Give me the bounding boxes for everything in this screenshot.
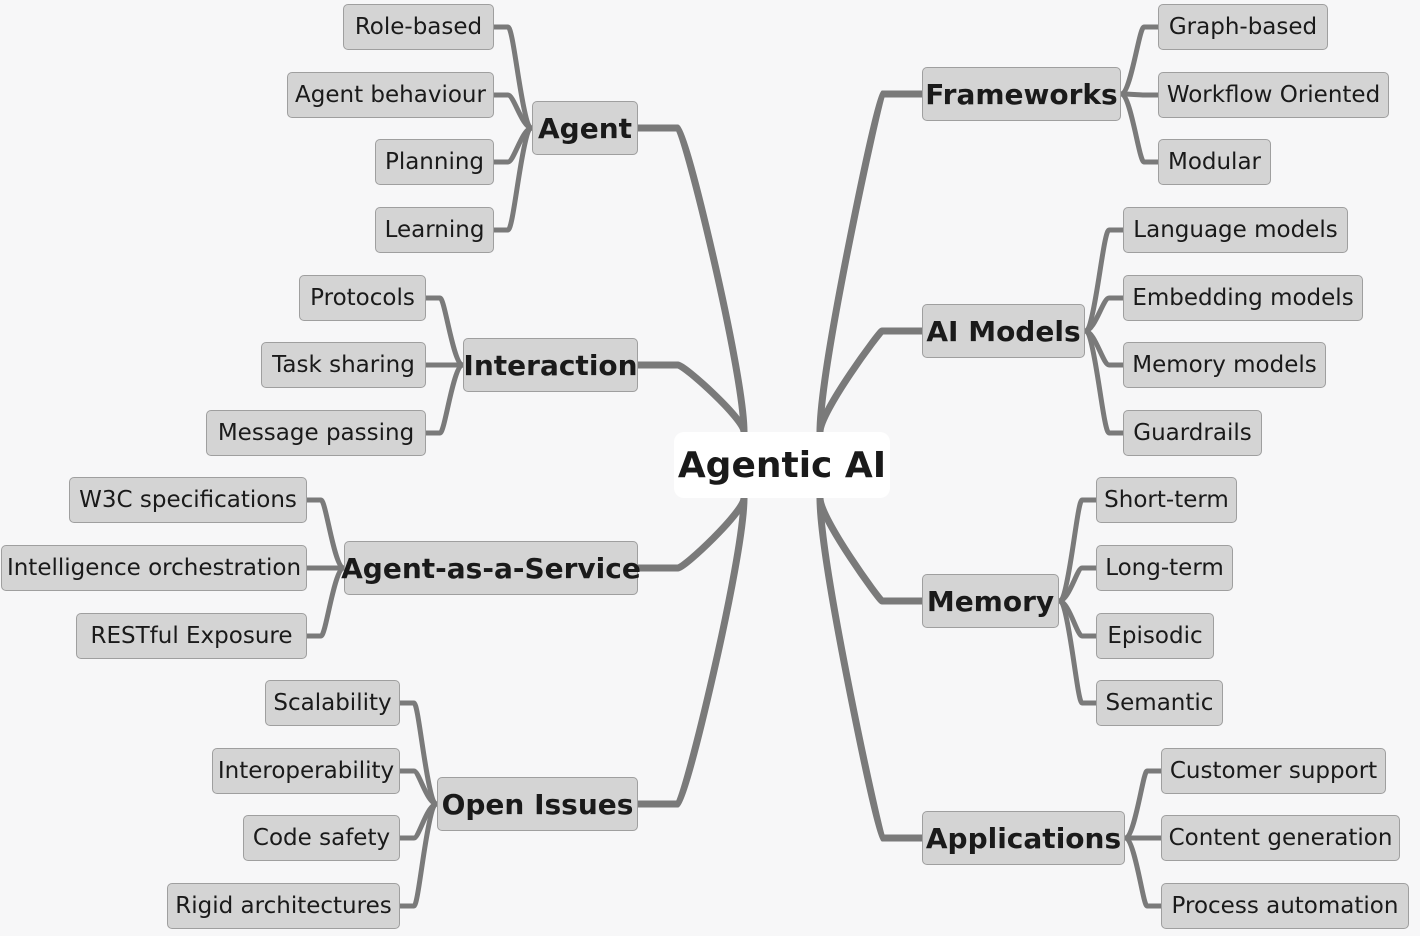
leaf-embedding-models[interactable]: Embedding models (1123, 275, 1363, 321)
branch-connector (816, 494, 926, 605)
leaf-connector (1118, 24, 1161, 97)
leaf-role-based[interactable]: Role-based (343, 4, 494, 50)
leaf-connector (1082, 227, 1126, 334)
leaf-w3c-specifications[interactable]: W3C specifications (69, 477, 307, 523)
leaf-planning[interactable]: Planning (375, 139, 494, 185)
leaf-message-passing[interactable]: Message passing (206, 410, 426, 456)
leaf-customer-support[interactable]: Customer support (1161, 748, 1386, 794)
leaf-language-models[interactable]: Language models (1123, 207, 1348, 253)
leaf-workflow-oriented[interactable]: Workflow Oriented (1158, 72, 1389, 118)
leaf-connector (1122, 768, 1164, 841)
leaf-connector (1118, 91, 1161, 165)
leaf-episodic[interactable]: Episodic (1096, 613, 1214, 659)
leaf-connector (423, 362, 466, 436)
leaf-long-term[interactable]: Long-term (1096, 545, 1233, 591)
branch-connector (816, 90, 926, 436)
leaf-guardrails[interactable]: Guardrails (1123, 410, 1262, 456)
leaf-restful-exposure[interactable]: RESTful Exposure (76, 613, 307, 659)
leaf-connector (397, 801, 440, 909)
branch-ai-models[interactable]: AI Models (922, 304, 1085, 358)
branch-connector (634, 124, 748, 436)
leaf-modular[interactable]: Modular (1158, 139, 1271, 185)
leaf-connector (1082, 328, 1126, 436)
branch-agent[interactable]: Agent (532, 101, 638, 155)
root-node[interactable]: Agentic AI (674, 432, 890, 498)
leaf-task-sharing[interactable]: Task sharing (261, 342, 426, 388)
leaf-semantic[interactable]: Semantic (1096, 680, 1223, 726)
branch-interaction[interactable]: Interaction (463, 338, 638, 392)
leaf-connector (1118, 91, 1161, 98)
branch-connector (634, 361, 748, 436)
leaf-memory-models[interactable]: Memory models (1123, 342, 1326, 388)
leaf-learning[interactable]: Learning (375, 207, 494, 253)
leaf-intelligence-orchestration[interactable]: Intelligence orchestration (1, 545, 307, 591)
leaf-connector (423, 295, 466, 368)
leaf-connector (397, 700, 440, 807)
leaf-protocols[interactable]: Protocols (299, 275, 426, 321)
leaf-connector (491, 24, 535, 131)
leaf-connector (1122, 835, 1164, 909)
leaf-connector (304, 497, 347, 571)
leaf-short-term[interactable]: Short-term (1096, 477, 1237, 523)
leaf-connector (1056, 598, 1099, 706)
leaf-process-automation[interactable]: Process automation (1161, 883, 1409, 929)
branch-connector (634, 494, 748, 808)
leaf-rigid-architectures[interactable]: Rigid architectures (167, 883, 400, 929)
branch-frameworks[interactable]: Frameworks (922, 67, 1121, 121)
leaf-scalability[interactable]: Scalability (265, 680, 400, 726)
branch-connector (816, 494, 926, 842)
branch-agent-as-a-service[interactable]: Agent-as-a-Service (341, 541, 641, 595)
branch-open-issues[interactable]: Open Issues (437, 777, 638, 831)
branch-connector (634, 494, 748, 572)
leaf-graph-based[interactable]: Graph-based (1158, 4, 1328, 50)
leaf-interoperability[interactable]: Interoperability (212, 748, 400, 794)
branch-memory[interactable]: Memory (922, 574, 1059, 628)
leaf-connector (304, 565, 347, 639)
branch-applications[interactable]: Applications (922, 811, 1125, 865)
leaf-connector (1056, 497, 1099, 604)
leaf-content-generation[interactable]: Content generation (1161, 815, 1400, 861)
leaf-code-safety[interactable]: Code safety (243, 815, 400, 861)
leaf-agent-behaviour[interactable]: Agent behaviour (287, 72, 494, 118)
leaf-connector (491, 125, 535, 233)
branch-connector (816, 327, 926, 436)
